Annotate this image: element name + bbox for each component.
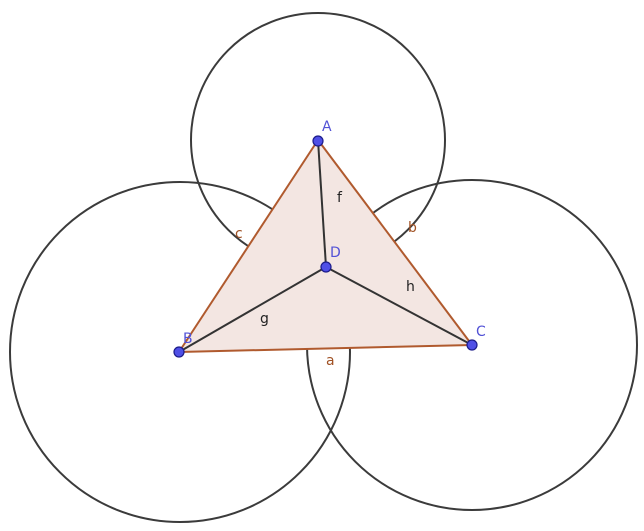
side-a-label: a [326, 353, 335, 369]
segment-g[interactable] [178, 266, 327, 353]
side-c[interactable] [178, 139, 319, 353]
segment-g-label: g [260, 311, 269, 327]
side-a[interactable] [178, 344, 473, 353]
segment-f[interactable] [317, 139, 327, 268]
side-b-label: b [408, 220, 417, 236]
point-a[interactable] [312, 135, 324, 147]
segment-h-label: h [406, 279, 415, 295]
segment-f-label: f [337, 190, 343, 206]
segment-h[interactable] [325, 266, 473, 346]
point-a-label: A [322, 119, 332, 135]
circle-centered-b[interactable] [9, 181, 351, 523]
point-c[interactable] [466, 339, 478, 351]
point-c-label: C [476, 324, 486, 340]
point-b[interactable] [173, 346, 185, 358]
point-d[interactable] [320, 261, 332, 273]
side-c-label: c [235, 226, 243, 242]
side-b[interactable] [317, 139, 473, 346]
point-d-label: D [330, 245, 341, 261]
point-b-label: B [183, 331, 193, 347]
